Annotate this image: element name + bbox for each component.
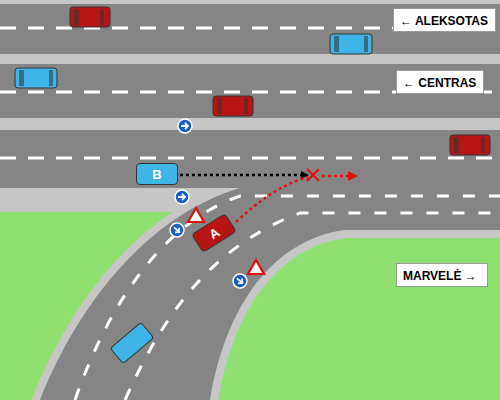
car-letter: A: [206, 224, 222, 242]
direction-sign: ← CENTRAS: [396, 70, 484, 94]
car-letter: B: [152, 167, 161, 182]
direction-text: MARVELĖ →: [403, 269, 477, 283]
direction-text: ← CENTRAS: [403, 76, 476, 90]
car-marker: A: [191, 213, 237, 253]
car-marker: B: [136, 163, 178, 185]
direction-sign: ← ALEKSOTAS: [393, 8, 496, 32]
direction-sign: MARVELĖ →: [396, 263, 488, 287]
direction-text: ← ALEKSOTAS: [400, 14, 488, 28]
